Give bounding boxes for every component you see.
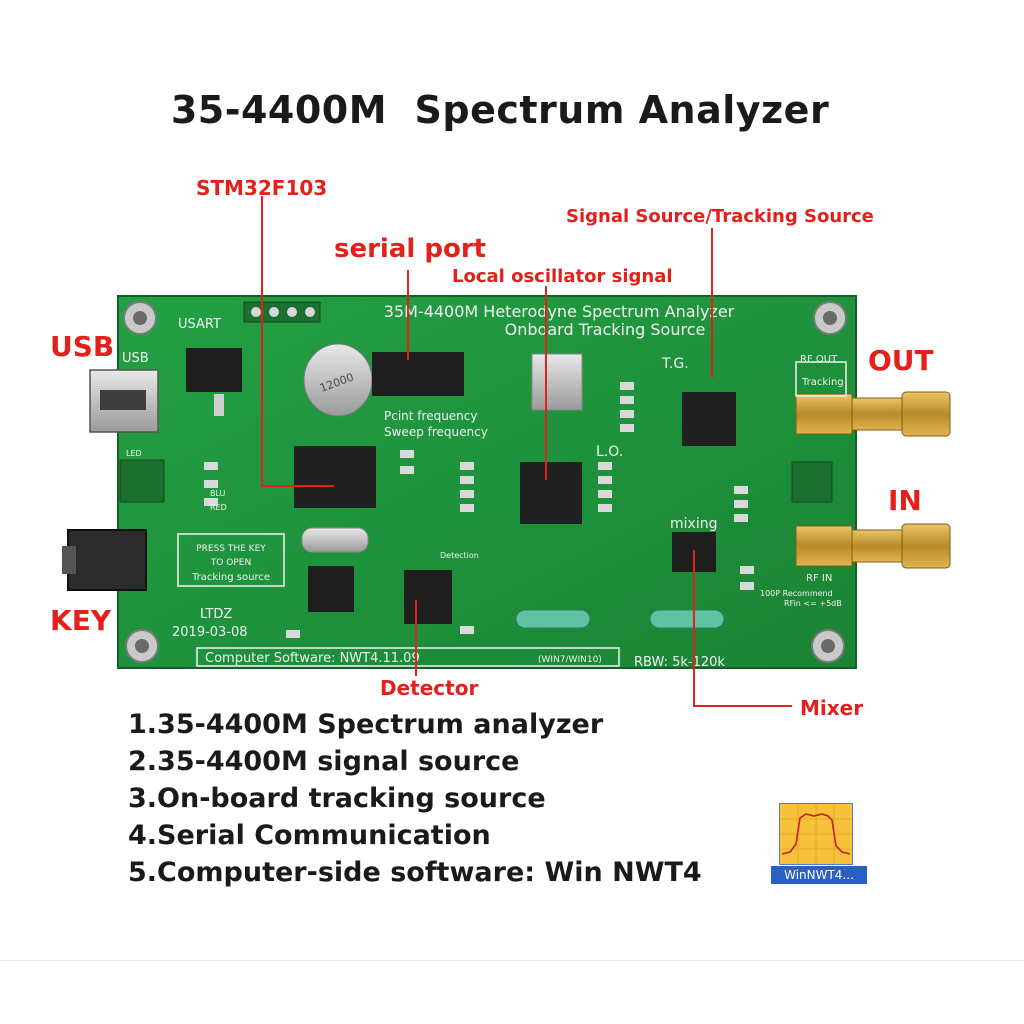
regulator-chip-2 (308, 566, 354, 612)
board-os: (WIN7/WIN10) (538, 655, 602, 665)
usb-connector (89, 369, 159, 433)
board-heading-1: 35M-4400M Heterodyne Spectrum Analyzer (384, 302, 735, 321)
board-red-label: RED (210, 503, 227, 512)
callout-key: KEY (50, 604, 112, 637)
sma-connector-in (795, 523, 951, 569)
feature-item-5: 5.Computer-side software: Win NWT4 (128, 857, 702, 888)
board-blu-label: BLU (210, 489, 226, 498)
callout-usb: USB (50, 330, 115, 363)
board-lo-label: L.O. (596, 444, 623, 460)
stm32-chip (294, 446, 376, 508)
callout-signal-source: Signal Source/Tracking Source (566, 206, 874, 227)
board-press-key-3: Tracking source (191, 572, 270, 583)
divider (0, 960, 1024, 961)
board-heading-2: Onboard Tracking Source (505, 320, 706, 339)
callout-local-oscillator: Local oscillator signal (452, 266, 673, 287)
small-crystal (301, 527, 369, 553)
smd-components (204, 382, 754, 638)
board-point-freq: Pcint frequency (384, 409, 477, 423)
callout-stm32: STM32F103 (196, 176, 328, 200)
board-led-label: LED (126, 449, 142, 458)
board-rf-out-label: RF OUT (800, 354, 838, 365)
board-usart-label: USART (178, 317, 221, 332)
tg-chip (682, 392, 736, 446)
key-button (62, 529, 147, 591)
board-tg-label: T.G. (661, 356, 689, 372)
mounting-holes (123, 301, 847, 663)
callout-in: IN (888, 484, 922, 517)
callout-mixer: Mixer (800, 696, 864, 720)
board-maker: LTDZ (200, 607, 232, 622)
page-title: 35-4400M Spectrum Analyzer (170, 88, 830, 132)
spectrum-app-icon (779, 803, 853, 865)
feature-item-2: 2.35-4400M signal source (128, 746, 520, 777)
usart-header (243, 301, 321, 323)
board-rbw: RBW: 5k-120k (634, 655, 725, 670)
board-press-key-2: TO OPEN (210, 558, 251, 568)
board-mixing-label: mixing (670, 516, 717, 532)
regulator-chip (186, 348, 242, 392)
callout-serial-port: serial port (334, 234, 487, 264)
sma-connector-out (795, 391, 951, 437)
callout-lines (261, 196, 792, 707)
detector-chip (404, 570, 452, 624)
callout-out: OUT (868, 344, 934, 377)
led-header-2 (791, 461, 833, 503)
inductors (515, 609, 725, 629)
board-sweep-freq: Sweep frequency (384, 425, 488, 439)
board-detection: Detection (440, 551, 479, 560)
feature-item-3: 3.On-board tracking source (128, 783, 546, 814)
board-tracking-label: Tracking (801, 377, 844, 388)
oscillator-can (531, 353, 583, 411)
callout-detector: Detector (380, 676, 479, 700)
spectrum-curve-icon (780, 804, 852, 864)
board-software: Computer Software: NWT4.11.09 (205, 651, 420, 666)
feature-item-1: 1.35-4400M Spectrum analyzer (128, 709, 604, 740)
app-icon-label[interactable]: WinNWT4... (771, 866, 867, 884)
board-usb-label: USB (122, 351, 149, 366)
led-header-1 (119, 459, 165, 503)
board-recommend-1: 100P Recommend (760, 589, 833, 598)
feature-list: 1.35-4400M Spectrum analyzer 2.35-4400M … (128, 706, 702, 891)
lo-chip (520, 462, 582, 524)
board-press-key-1: PRESS THE KEY (196, 544, 266, 554)
serial-chip (372, 352, 464, 396)
feature-item-4: 4.Serial Communication (128, 820, 491, 851)
board-rf-in-label: RF IN (806, 573, 832, 584)
board-recommend-2: RFin <= +5dB (784, 599, 842, 608)
board-date: 2019-03-08 (172, 625, 248, 640)
